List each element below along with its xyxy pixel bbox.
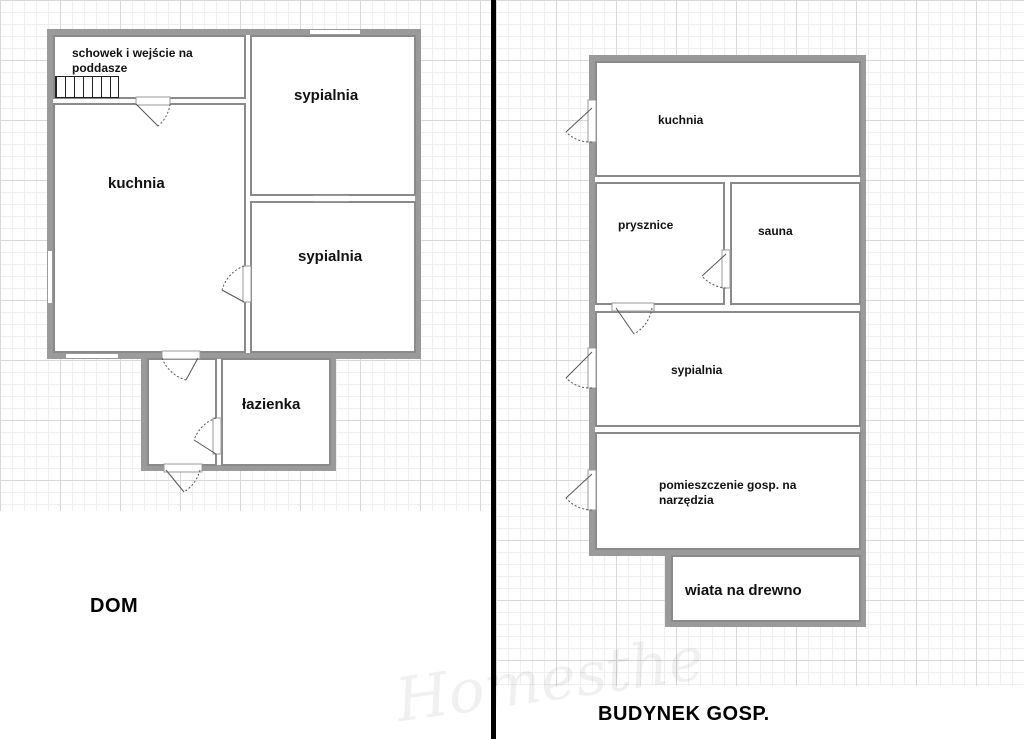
plan-divider: [491, 0, 496, 739]
label-ob-showers: prysznice: [618, 218, 674, 232]
room-bedroom-top: [250, 35, 416, 196]
label-bathroom: łazienka: [242, 396, 301, 413]
room-bedroom-mid: [250, 201, 416, 353]
passage-bedrooms: [313, 195, 349, 202]
label-ob-woodshed: wiata na drewno: [685, 582, 802, 599]
label-kitchen: kuchnia: [108, 175, 165, 192]
room-kitchen: [53, 103, 246, 353]
room-bathroom: [221, 358, 331, 466]
room-ob-kitchen: [595, 61, 861, 177]
window-left: [47, 250, 53, 304]
label-ob-sauna: sauna: [758, 224, 793, 238]
label-storage: schowek i wejście na poddasze: [72, 46, 193, 75]
outbuilding-caption: BUDYNEK GOSP.: [598, 703, 770, 725]
house-caption: DOM: [90, 595, 139, 617]
room-entrance: [147, 358, 217, 466]
label-ob-utility: pomieszczenie gosp. na narzędzia: [659, 478, 797, 507]
room-ob-bedroom: [595, 311, 861, 427]
room-ob-sauna: [730, 182, 861, 305]
label-bedroom-mid: sypialnia: [298, 248, 363, 265]
stairs-icon: [55, 76, 119, 98]
label-ob-bedroom: sypialnia: [671, 363, 723, 377]
room-ob-utility: [595, 432, 861, 550]
label-bedroom-top: sypialnia: [294, 87, 359, 104]
room-ob-showers: [595, 182, 725, 305]
window-top: [309, 29, 361, 35]
label-ob-kitchen: kuchnia: [658, 113, 704, 127]
room-ob-woodshed: [671, 555, 861, 622]
window-bottom: [65, 353, 119, 359]
